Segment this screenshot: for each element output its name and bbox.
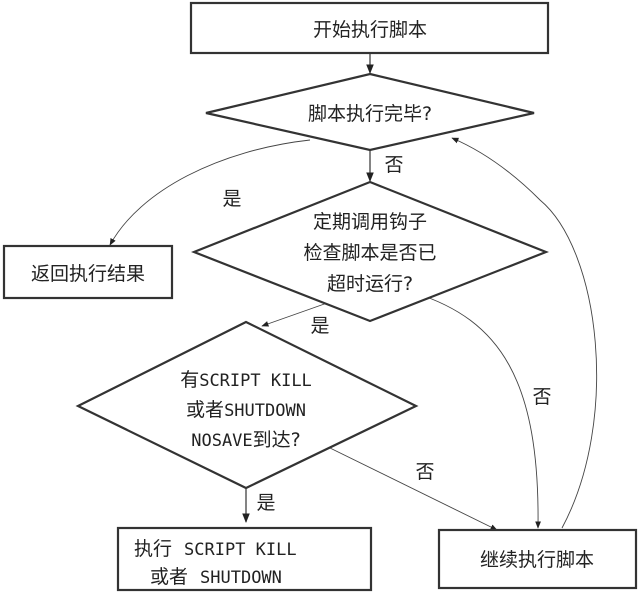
node-kill-check-line1: 有SCRIPT KILL bbox=[180, 369, 312, 391]
node-exec-kill-line1: 执行 SCRIPT KILL bbox=[134, 538, 297, 560]
edge-label-kill-no: 否 bbox=[415, 461, 434, 483]
node-return-result-label: 返回执行结果 bbox=[31, 263, 145, 285]
node-kill-check-line3: NOSAVE到达? bbox=[191, 429, 301, 451]
edge-timeout-no bbox=[414, 292, 541, 529]
node-timeout-check: 定期调用钩子 检查脚本是否已 超时运行? bbox=[191, 180, 549, 323]
edge-continue-loop bbox=[451, 137, 598, 529]
node-kill-check: 有SCRIPT KILL 或者SHUTDOWN NOSAVE到达? bbox=[75, 320, 419, 490]
node-kill-check-line3-code: NOSAVE bbox=[191, 431, 252, 451]
node-exec-kill-line2-cn: 或者 bbox=[150, 566, 188, 588]
node-timeout-check-line3: 超时运行? bbox=[327, 273, 413, 295]
node-done-check-label: 脚本执行完毕? bbox=[308, 103, 432, 125]
node-done-check: 脚本执行完毕? bbox=[205, 72, 535, 152]
node-start: 开始执行脚本 bbox=[189, 1, 550, 55]
node-exec-kill-line1-cn: 执行 bbox=[134, 538, 172, 560]
node-start-label: 开始执行脚本 bbox=[313, 19, 427, 41]
node-return-result: 返回执行结果 bbox=[2, 244, 174, 300]
node-kill-check-line2-cn: 或者 bbox=[186, 399, 224, 421]
edge-kill-no bbox=[329, 447, 498, 531]
edge-label-done-no: 否 bbox=[384, 154, 403, 176]
node-timeout-check-line1: 定期调用钩子 bbox=[313, 211, 427, 233]
node-timeout-check-line2: 检查脚本是否已 bbox=[303, 242, 436, 264]
node-kill-check-line3-cn: 到达? bbox=[253, 429, 301, 451]
edge-label-kill-yes: 是 bbox=[256, 492, 275, 514]
edge-label-done-yes: 是 bbox=[222, 188, 241, 210]
edge-label-timeout-yes: 是 bbox=[310, 315, 329, 337]
node-exec-kill-line2-code: SHUTDOWN bbox=[200, 568, 282, 588]
node-continue-label: 继续执行脚本 bbox=[480, 549, 594, 571]
node-kill-check-line1-cn: 有 bbox=[180, 369, 199, 391]
edge-timeout-yes bbox=[261, 301, 331, 327]
node-kill-check-line2: 或者SHUTDOWN bbox=[186, 399, 306, 421]
node-exec-kill-line2: 或者 SHUTDOWN bbox=[150, 566, 282, 588]
node-kill-check-line2-code: SHUTDOWN bbox=[224, 401, 306, 421]
node-exec-kill-line1-code: SCRIPT KILL bbox=[184, 540, 297, 560]
edge-done-yes bbox=[109, 139, 311, 246]
node-exec-kill: 执行 SCRIPT KILL 或者 SHUTDOWN bbox=[116, 526, 373, 592]
edge-label-timeout-no: 否 bbox=[532, 386, 551, 408]
node-kill-check-line1-code: SCRIPT KILL bbox=[199, 371, 312, 391]
node-continue: 继续执行脚本 bbox=[437, 528, 638, 590]
